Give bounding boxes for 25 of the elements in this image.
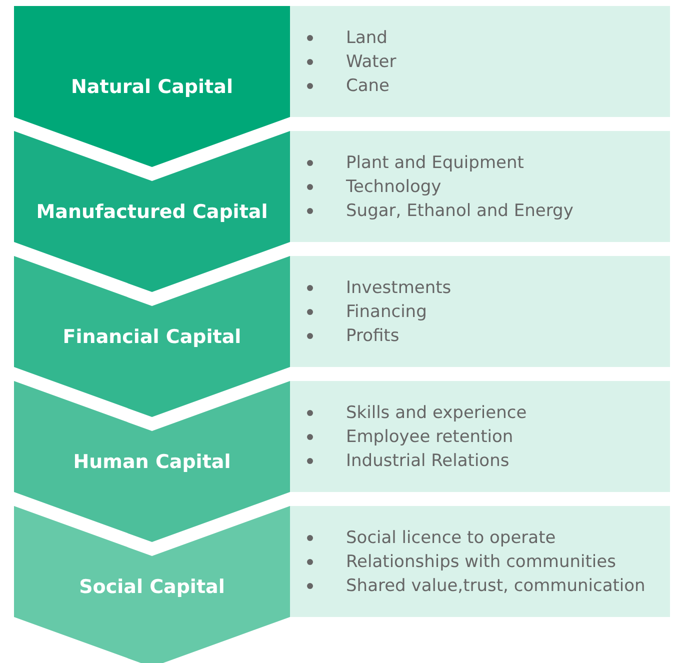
text-panel [290, 381, 670, 492]
text-panel [290, 6, 670, 117]
list-item: Employee retention [346, 427, 514, 447]
list-item: Sugar, Ethanol and Energy [346, 201, 574, 221]
list-item: Profits [346, 326, 400, 346]
list-item: Plant and Equipment [346, 153, 524, 173]
list-item: Water [346, 52, 396, 72]
list-item: Cane [346, 76, 390, 96]
list-item: Shared value,trust, communication [346, 576, 646, 596]
list-item: Relationships with communities [346, 552, 616, 572]
list-item: Financing [346, 302, 427, 322]
list-item: Social licence to operate [346, 528, 556, 548]
list-item: Skills and experience [346, 403, 527, 423]
chevron-label: Manufactured Capital [35, 201, 269, 223]
chevron-label: Natural Capital [70, 76, 234, 98]
chevron-label: Financial Capital [62, 326, 242, 348]
text-panel [290, 131, 670, 242]
text-panel [290, 256, 670, 367]
text-panel [290, 506, 670, 617]
list-item: Industrial Relations [346, 451, 510, 471]
list-item: Technology [346, 177, 442, 197]
list-item: Investments [346, 278, 452, 298]
list-item: Land [346, 28, 388, 48]
chevron-label: Social Capital [78, 576, 226, 598]
chevron-label: Human Capital [72, 451, 232, 473]
